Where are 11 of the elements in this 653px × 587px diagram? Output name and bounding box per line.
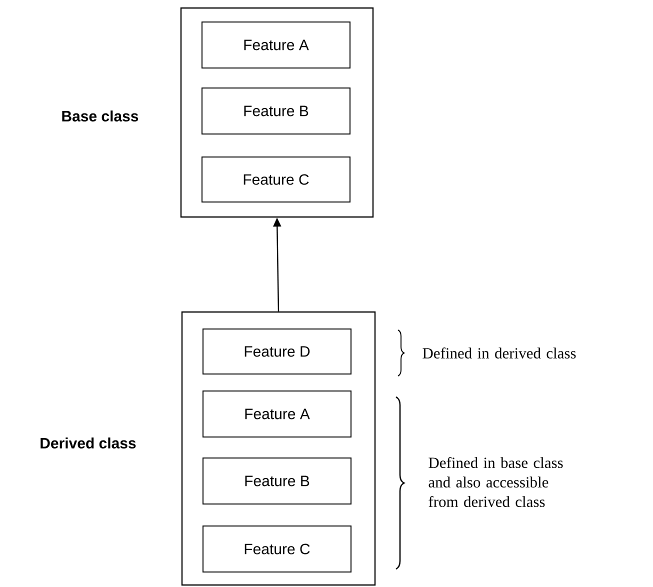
feature-box: Feature D bbox=[202, 328, 352, 374]
feature-box: Feature A bbox=[202, 22, 350, 68]
feature-box: Feature B bbox=[202, 458, 352, 504]
feature-box: Feature C bbox=[202, 526, 352, 572]
feature-box: Feature B bbox=[202, 88, 350, 134]
brace-note: Defined in base class and also accessible from derived class bbox=[428, 456, 563, 508]
feature-box: Feature C bbox=[202, 156, 350, 202]
class-heading: Derived class bbox=[40, 438, 136, 448]
class-heading: Base class bbox=[62, 110, 138, 122]
brace-note: Defined in derived class bbox=[422, 347, 576, 359]
feature-box: Feature A bbox=[202, 390, 352, 438]
